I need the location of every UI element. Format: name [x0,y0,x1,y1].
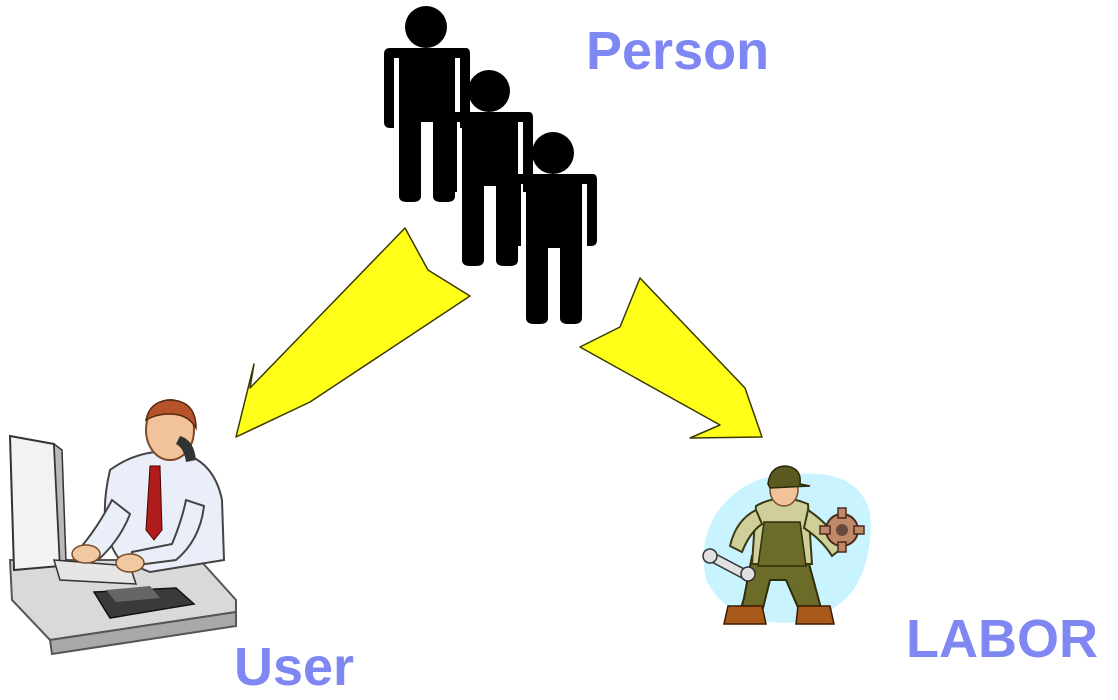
person-silhouette-front [511,132,597,324]
person-silhouette-back [384,6,470,202]
arrow-person-to-user [235,227,471,438]
three-people-silhouette-icon [384,6,597,324]
node-label-person: Person [586,21,770,81]
node-label-labor: LABOR [906,609,1098,669]
node-label-user: User [234,637,355,697]
office-worker-at-computer-icon [8,399,237,656]
arrow-person-to-labor [579,277,763,439]
mechanic-with-wrench-and-gear-icon [702,465,871,625]
